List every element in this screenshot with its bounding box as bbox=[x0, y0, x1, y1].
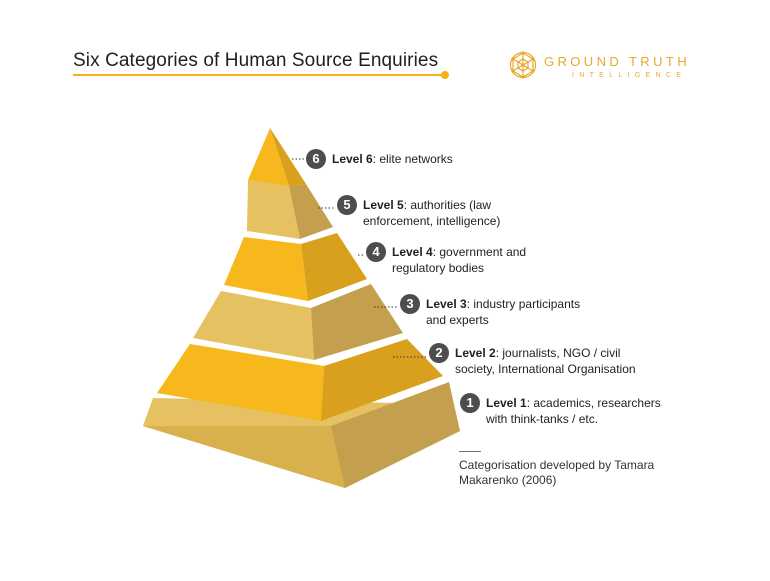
pyramid-level-6-side bbox=[270, 128, 306, 186]
level-4-title: Level 4 bbox=[392, 245, 433, 259]
level-6-badge: 6 bbox=[306, 149, 326, 169]
pyramid-level-2-front bbox=[157, 344, 324, 421]
level-6-label: 6 Level 6: elite networks bbox=[306, 149, 506, 169]
level-3-label: 3 Level 3: industry participants and exp… bbox=[400, 294, 590, 328]
pyramid-level-5-front bbox=[247, 180, 300, 239]
level-2-description: : journalists, NGO / civil society, Inte… bbox=[455, 346, 636, 376]
level-5-description: : authorities (law enforcement, intellig… bbox=[363, 198, 501, 228]
level-5-label: 5 Level 5: authorities (law enforcement,… bbox=[337, 195, 537, 229]
level-3-description: : industry participants and experts bbox=[426, 297, 581, 327]
pyramid-level-1-side bbox=[331, 382, 460, 488]
level-3-badge: 3 bbox=[400, 294, 420, 314]
level-2-badge: 2 bbox=[429, 343, 449, 363]
level-2-label: 2 Level 2: journalists, NGO / civil soci… bbox=[429, 343, 659, 377]
logo-tagline: INTELLIGENCE bbox=[572, 72, 687, 79]
title-underline bbox=[73, 74, 444, 76]
level-5-title: Level 5 bbox=[363, 198, 404, 212]
pyramid-level-2-side bbox=[321, 339, 443, 421]
pyramid-level-6-front bbox=[248, 128, 289, 186]
level-1-badge: 1 bbox=[460, 393, 480, 413]
level-1-title: Level 1 bbox=[486, 396, 527, 410]
level-1-label: 1 Level 1: academics, researchers with t… bbox=[460, 393, 675, 427]
level-4-badge: 4 bbox=[366, 242, 386, 262]
page-title: Six Categories of Human Source Enquiries bbox=[73, 50, 439, 71]
level-2-title: Level 2 bbox=[455, 346, 496, 360]
source-note-rule bbox=[459, 451, 481, 452]
level-4-description: : government and regulatory bodies bbox=[392, 245, 527, 275]
pyramid-level-4-side bbox=[301, 233, 367, 301]
pyramid-level-3-side bbox=[311, 284, 403, 360]
level-3-title: Level 3 bbox=[426, 297, 467, 311]
pyramid-level-1-front bbox=[143, 426, 345, 488]
level-6-title: Level 6 bbox=[332, 152, 373, 166]
level-1-description: : academics, researchers with think-tank… bbox=[486, 396, 661, 426]
title-underline-dot bbox=[441, 71, 449, 79]
level-5-badge: 5 bbox=[337, 195, 357, 215]
level-4-label: 4 Level 4: government and regulatory bod… bbox=[366, 242, 566, 276]
network-sphere-icon bbox=[509, 51, 537, 79]
logo-wordmark: GROUND TRUTH bbox=[544, 54, 690, 69]
pyramid-level-5-side bbox=[289, 184, 333, 239]
pyramid-level-3-front bbox=[193, 291, 314, 360]
pyramid-level-4-front bbox=[224, 237, 308, 301]
level-6-description: : elite networks bbox=[372, 152, 453, 166]
source-note: Categorisation developed by Tamara Makar… bbox=[459, 458, 655, 487]
